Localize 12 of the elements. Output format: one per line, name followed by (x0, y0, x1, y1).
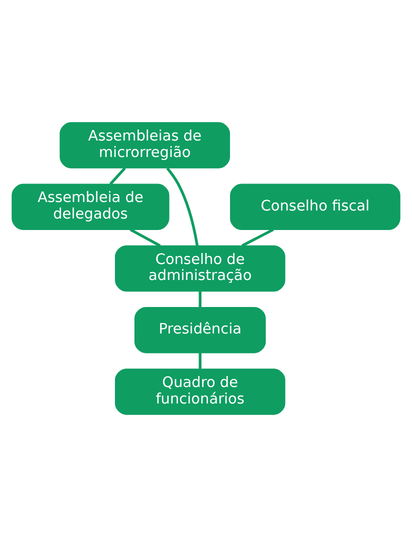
connector (109, 167, 126, 185)
node-box: Conselho de administração (114, 245, 286, 292)
node-box: Assembleia de delegados (12, 184, 170, 230)
connector (198, 352, 202, 369)
node-box: Assembleias de microrregião (60, 122, 230, 168)
node-box: Presidência (134, 307, 266, 354)
connector (242, 228, 274, 247)
node-box: Conselho fiscal (230, 184, 400, 230)
connector (198, 291, 202, 308)
node-box: Quadro de funcionários (114, 368, 286, 415)
connector (166, 167, 199, 246)
connector (130, 228, 161, 247)
